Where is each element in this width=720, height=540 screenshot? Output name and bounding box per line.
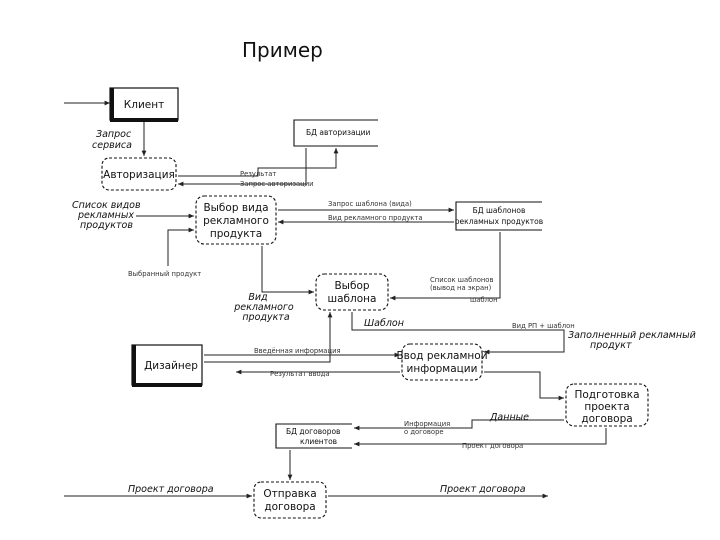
store-auth-db: БД авторизации xyxy=(293,119,378,147)
flow-labels: Запрос сервиса Результат Запрос авториза… xyxy=(72,129,696,495)
label-result-info: Результат ввода xyxy=(270,370,330,378)
label-result: Результат xyxy=(240,170,276,178)
label-ad-product-info-1: Заполненный рекламный xyxy=(568,330,696,341)
flow-chosen-product xyxy=(167,227,194,266)
flow-type-template xyxy=(351,312,565,355)
process-choose-product-line-2: рекламного xyxy=(203,215,269,227)
flow-auth-request xyxy=(178,148,339,177)
process-choose-product-line-1: Выбор вида xyxy=(203,202,268,214)
label-type-template: Вид РП + шаблон xyxy=(512,322,575,330)
slide-title: Пример xyxy=(242,38,323,62)
label-product-type-list: Вид рекламного продукта xyxy=(328,214,423,222)
process-prepare-contract-line-3: договора xyxy=(581,413,632,425)
process-send-contract: Отправка договора xyxy=(253,481,327,519)
process-enter-info-line-2: информации xyxy=(407,363,478,375)
process-enter-info-line-1: Ввод рекламной xyxy=(396,350,487,362)
flow-contract-info xyxy=(354,419,564,431)
label-contract-project-left: Проект договора xyxy=(128,484,214,495)
flow-lines xyxy=(64,100,607,499)
label-product-list-3: продуктов xyxy=(80,220,133,231)
label-entered-info: Введённая информация xyxy=(254,347,341,355)
entity-client-label: Клиент xyxy=(124,99,164,111)
process-authorization: Авторизация xyxy=(101,157,177,191)
label-chosen-product: Выбранный продукт xyxy=(128,270,201,278)
flow-auth-result xyxy=(178,148,307,187)
label-product-type-2: рекламного xyxy=(233,302,294,313)
flow-designer-to-template xyxy=(204,312,333,363)
store-auth-db-label: БД авторизации xyxy=(306,128,371,137)
store-templates-db-line-2: рекламных продуктов xyxy=(455,217,543,226)
label-product-type-3: продукта xyxy=(242,312,290,323)
store-contracts-db-line-2: клиентов xyxy=(300,437,337,446)
label-template-list-1: Список шаблонов xyxy=(430,276,493,284)
label-contract-project-right: Проект договора xyxy=(440,484,526,495)
label-template-request: Запрос шаблона (вида) xyxy=(328,200,412,208)
process-authorization-line-1: Авторизация xyxy=(103,169,175,181)
label-request-service-2: сервиса xyxy=(92,140,132,151)
label-product-type-1: Вид xyxy=(248,292,268,303)
process-choose-product-line-3: продукта xyxy=(210,228,262,240)
entity-designer: Дизайнер xyxy=(131,344,203,387)
store-contracts-db: БД договоров клиентов xyxy=(275,423,352,449)
label-contract-project: Проект договора xyxy=(462,442,523,450)
flow-data xyxy=(354,428,607,447)
process-prepare-contract-line-2: проекта xyxy=(584,401,629,413)
flow-template-list xyxy=(390,232,501,301)
label-data: Данные xyxy=(489,412,529,423)
process-choose-template-line-2: шаблона xyxy=(328,293,377,305)
process-choose-template: Выбор шаблона xyxy=(315,273,389,311)
label-product-list-1: Список видов xyxy=(72,200,141,211)
process-send-contract-line-1: Отправка xyxy=(263,488,316,500)
entity-client: Клиент xyxy=(109,87,179,122)
process-send-contract-line-2: договора xyxy=(264,501,315,513)
label-product-list-2: рекламных xyxy=(77,210,134,221)
label-template-list-2: (вывод на экран) xyxy=(430,284,492,292)
label-ad-product-info-2: продукт xyxy=(590,340,632,351)
store-templates-db: БД шаблонов рекламных продуктов xyxy=(455,201,543,231)
process-prepare-contract-line-1: Подготовка xyxy=(574,389,639,401)
process-prepare-contract: Подготовка проекта договора xyxy=(565,383,649,427)
label-auth-request: Запрос авторизации xyxy=(240,180,314,188)
store-contracts-db-line-1: БД договоров xyxy=(286,427,340,436)
process-choose-template-line-1: Выбор xyxy=(334,280,369,292)
store-templates-db-line-1: БД шаблонов xyxy=(473,206,526,215)
process-choose-product: Выбор вида рекламного продукта xyxy=(195,195,277,245)
process-enter-info: Ввод рекламной информации xyxy=(396,343,488,381)
flow-ad-product-info xyxy=(484,371,564,401)
flow-product-type xyxy=(261,246,314,295)
label-template-small: шаблон xyxy=(470,296,498,304)
label-request-service-1: Запрос xyxy=(96,129,132,140)
entity-designer-label: Дизайнер xyxy=(144,360,198,372)
label-contract-info-1: Информация xyxy=(404,420,450,428)
label-contract-info-2: о договоре xyxy=(404,428,444,436)
label-template: Шаблон xyxy=(364,318,404,329)
